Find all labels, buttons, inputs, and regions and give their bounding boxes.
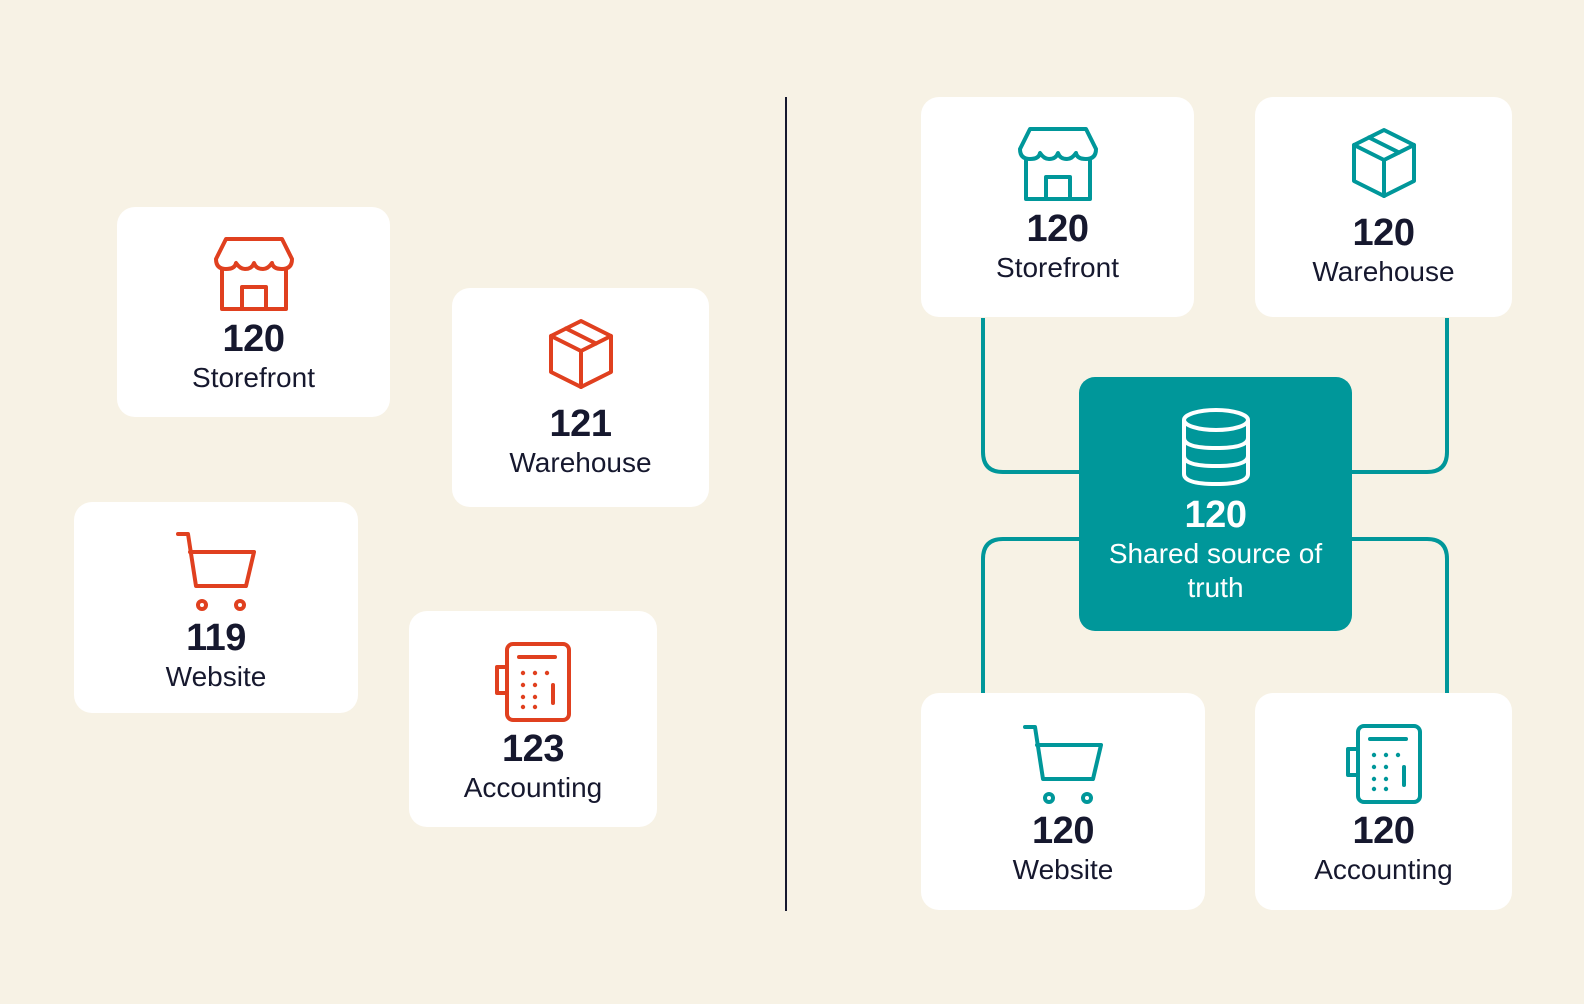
panel-divider <box>785 97 787 911</box>
calculator-icon <box>495 642 571 722</box>
right-website-count: 120 <box>1032 810 1094 852</box>
cart-icon <box>1023 725 1103 804</box>
left-storefront-count: 120 <box>222 318 285 360</box>
left-website-card: 119 Website <box>74 502 358 713</box>
box-icon <box>548 319 613 389</box>
connector-accounting <box>1352 537 1449 693</box>
cart-icon <box>176 532 256 611</box>
right-website-label: Website <box>1012 854 1114 885</box>
left-warehouse-card: 121 Warehouse <box>452 288 709 507</box>
connector-website <box>981 537 1079 693</box>
calculator-icon <box>1345 724 1422 804</box>
right-storefront-card: 120 Storefront <box>921 97 1194 317</box>
left-accounting-count: 123 <box>502 728 564 770</box>
storefront-icon <box>1017 127 1098 201</box>
right-warehouse-card: 120 Warehouse <box>1255 97 1512 317</box>
right-website-card: 120 Website <box>921 693 1205 910</box>
shared-source-of-truth-hub: 120 Shared source of truth <box>1079 377 1352 631</box>
left-website-count: 119 <box>186 617 246 659</box>
database-icon <box>1181 408 1250 486</box>
connector-warehouse <box>1352 318 1449 474</box>
left-storefront-label: Storefront <box>192 362 315 393</box>
left-warehouse-count: 121 <box>549 403 612 445</box>
storefront-icon <box>213 237 294 311</box>
left-accounting-card: 123 Accounting <box>409 611 657 827</box>
hub-count: 120 <box>1184 494 1247 536</box>
connector-storefront <box>981 318 1079 474</box>
box-icon <box>1351 128 1416 198</box>
left-website-label: Website <box>165 661 267 692</box>
right-storefront-count: 120 <box>1026 208 1089 250</box>
left-warehouse-label: Warehouse <box>509 447 652 478</box>
right-storefront-label: Storefront <box>996 252 1119 283</box>
right-accounting-label: Accounting <box>1314 854 1453 885</box>
right-warehouse-label: Warehouse <box>1312 256 1455 287</box>
right-accounting-count: 120 <box>1352 810 1415 852</box>
left-storefront-card: 120 Storefront <box>117 207 390 417</box>
left-accounting-label: Accounting <box>463 772 603 803</box>
hub-label: Shared source of truth <box>1108 538 1323 603</box>
right-warehouse-count: 120 <box>1352 212 1415 254</box>
right-accounting-card: 120 Accounting <box>1255 693 1512 910</box>
